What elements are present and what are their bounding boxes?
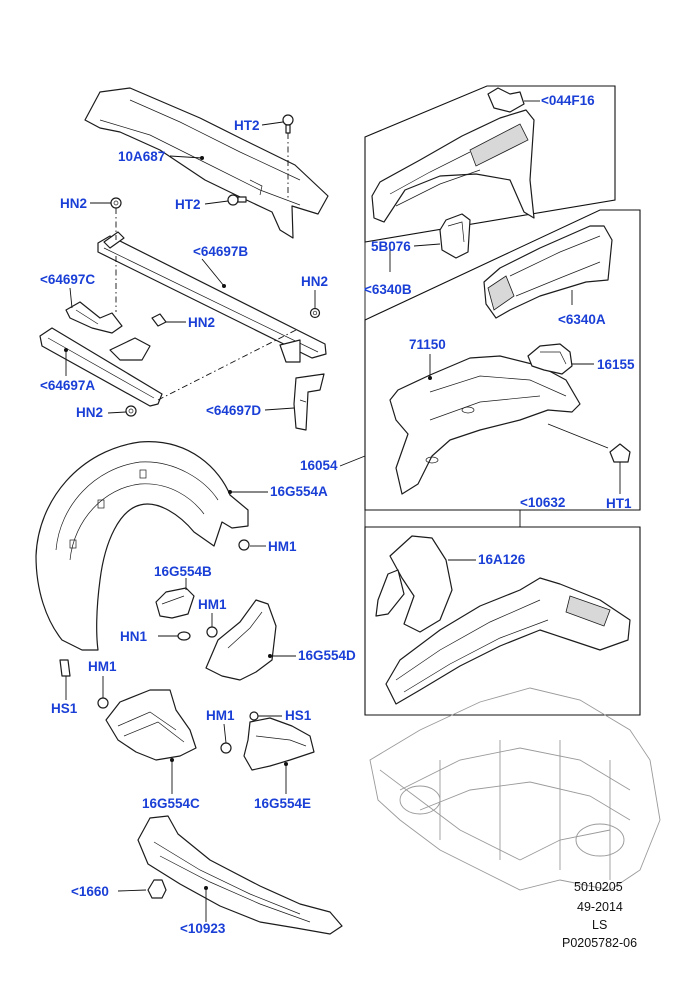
part-HT2-screw-top: [282, 114, 294, 134]
reference-date: 49-2014: [577, 900, 623, 914]
part-16G554E-shield: [243, 717, 315, 771]
part-HT2-screw-mid: [227, 194, 247, 206]
callout-1660: <1660: [71, 884, 109, 899]
part-10A687-cowl-panel: [84, 87, 329, 239]
callout-HM1-d: HM1: [206, 708, 235, 723]
callout-10A687: 10A687: [118, 149, 166, 164]
part-6340A-side-rail: [483, 225, 613, 319]
part-1660-clip: [147, 879, 167, 899]
callout-16G554E: 16G554E: [254, 796, 312, 811]
part-16A126-bracket: [375, 535, 453, 633]
part-HN2-nut-a: [110, 197, 122, 209]
callout-HN2-b: HN2: [301, 274, 329, 289]
callout-16G554A: 16G554A: [270, 484, 328, 499]
callout-HM1-a: HM1: [268, 539, 297, 554]
part-HS1-clip-a: [59, 659, 71, 677]
part-16G554D-shield: [205, 599, 277, 681]
part-64697B-crossmember-bar: [97, 231, 327, 363]
part-64697A-lower-bar: [39, 327, 163, 407]
part-HM1-screw-d: [220, 742, 232, 754]
callout-16G554C: 16G554C: [142, 796, 200, 811]
part-16155-insulator: [527, 343, 573, 375]
callout-HT2-top: HT2: [234, 118, 260, 133]
part-16G554A-wheelarch-liner: [35, 441, 249, 651]
callout-16155: 16155: [597, 357, 635, 372]
part-71150-wheelhouse-apron: [389, 355, 581, 495]
callout-16G554D: 16G554D: [298, 648, 356, 663]
callout-HN2-d: HN2: [76, 405, 104, 420]
part-16G554C-undertray: [105, 689, 197, 762]
part-HM1-screw-b: [206, 626, 218, 638]
callout-HS1-b: HS1: [285, 708, 312, 723]
reference-code: 5010205: [574, 880, 623, 894]
callout-6340B: <6340B: [364, 282, 412, 297]
callout-044F16: <044F16: [541, 93, 595, 108]
part-5B076-bracket: [439, 213, 471, 259]
callout-HT2-mid: HT2: [175, 197, 201, 212]
callout-10923: <10923: [180, 921, 226, 936]
part-HN2-nut-b: [309, 307, 321, 319]
callout-64697D: <64697D: [206, 403, 262, 418]
callout-64697C: <64697C: [40, 272, 96, 287]
reference-number: P0205782-06: [562, 936, 638, 950]
callout-HM1-b: HM1: [198, 597, 227, 612]
part-HS1-clip-b: [249, 711, 259, 721]
part-HM1-screw-c: [97, 697, 109, 709]
callout-64697A: <64697A: [40, 378, 96, 393]
part-HM1-screw-a: [238, 539, 250, 551]
callout-HN2-c: HN2: [188, 315, 216, 330]
part-10923-lower-crossmember: [137, 815, 343, 935]
group-box-6340B: [364, 85, 616, 243]
callout-10632: <10632: [520, 495, 566, 510]
callout-6340A: <6340A: [558, 312, 606, 327]
callout-HT1: HT1: [606, 496, 632, 511]
callout-71150: 71150: [409, 337, 446, 352]
callout-HS1-a: HS1: [51, 701, 78, 716]
part-64697C-bracket: [65, 301, 123, 334]
part-6340B-upper-rail: [371, 109, 535, 223]
part-64697D-bracket: [293, 373, 325, 431]
callout-16054: 16054: [300, 458, 338, 473]
callout-HN1: HN1: [120, 629, 148, 644]
callout-5B076: 5B076: [371, 239, 411, 254]
part-10632-lower-rail: [385, 577, 631, 705]
part-044F16-clip: [487, 87, 525, 113]
callout-16G554B: 16G554B: [154, 564, 212, 579]
callout-HM1-c: HM1: [88, 659, 117, 674]
vehicle-locator-view: [369, 687, 661, 891]
part-HT1-screw: [609, 443, 631, 463]
part-16G554B-shield: [155, 587, 195, 619]
callout-16A126: 16A126: [478, 552, 526, 567]
callout-64697B: <64697B: [193, 244, 249, 259]
callout-HN2-a: HN2: [60, 196, 88, 211]
part-HN1-nut: [177, 631, 191, 641]
reference-region: LS: [592, 918, 608, 932]
part-HN2-nut-d: [125, 405, 137, 417]
